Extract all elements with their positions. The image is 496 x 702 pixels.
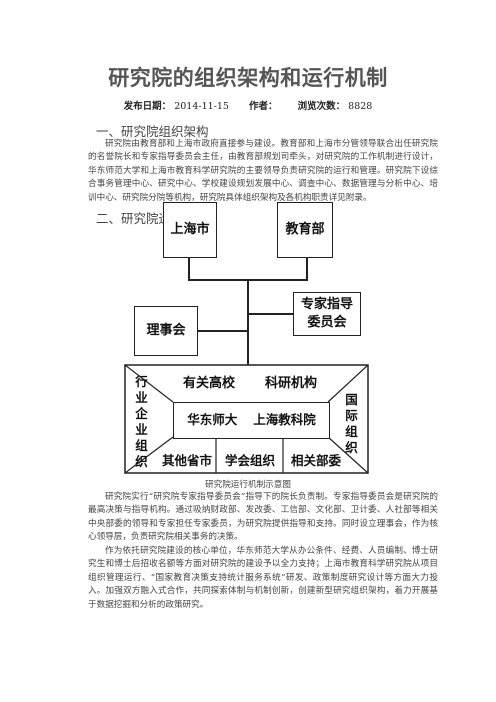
author-label: 作者： [249,101,278,112]
views-label: 浏览次数： [297,101,346,112]
article-meta: 发布日期： 2014-11-15 作者： 浏览次数： 8828 [0,98,496,112]
date-label: 发布日期： [123,101,172,112]
connector [306,257,308,279]
experts-label: 专家指导委员会 [300,297,353,330]
section1-heading: 一、研究院组织架构 [96,124,209,139]
research-orgs-label: 科研机构 [264,376,317,391]
frame-diagonal [124,436,174,474]
provinces-label: 其他省市 [161,453,212,468]
frame-diagonal [124,364,174,403]
connector [198,330,248,332]
core-box: 华东师大 上海教科院 [173,402,330,439]
connector [188,257,190,279]
diagram-caption: 研究院运行机制示意图 [205,480,291,490]
connector [188,279,308,281]
intl-label: 国际组织 [345,392,358,455]
frame-diagonal [327,364,369,403]
board-label: 理事会 [146,323,186,339]
ecnu-label: 华东师大 [187,412,238,428]
section2-heading: 二、研究院运行机制 [96,211,209,226]
experts-box: 专家指导委员会 [293,292,361,336]
moe-box: 教育部 [277,202,333,258]
page-title: 研究院的组织架构和运行机制 [108,66,388,90]
moe-label: 教育部 [285,222,325,238]
body-paragraph-1: 研究院实行“研究院专家指导委员会”指导下的院长负责制。专家指导委员会是研究院的最… [88,492,438,543]
industry-label: 行业企业组织 [135,374,148,469]
views-value: 8828 [348,101,373,112]
saes-label: 上海教科院 [253,412,316,428]
frame-diagonal [327,436,369,474]
outer-frame [124,364,369,474]
section1-paragraph: 研究院由教育部和上海市政府直接参与建设。教育部和上海市分管领导联合出任研究院的名… [88,139,438,203]
connector [248,313,294,315]
board-box: 理事会 [134,306,198,356]
universities-label: 有关高校 [182,376,235,391]
connector [247,279,249,365]
date-value: 2014-11-15 [174,101,229,112]
body-paragraph-2: 作为依托研究院建设的核心单位，华东师范大学从办公条件、经费、人员编制、博士研究生… [88,546,438,610]
societies-label: 学会组织 [224,453,275,468]
ministries-label: 相关部委 [290,453,341,468]
